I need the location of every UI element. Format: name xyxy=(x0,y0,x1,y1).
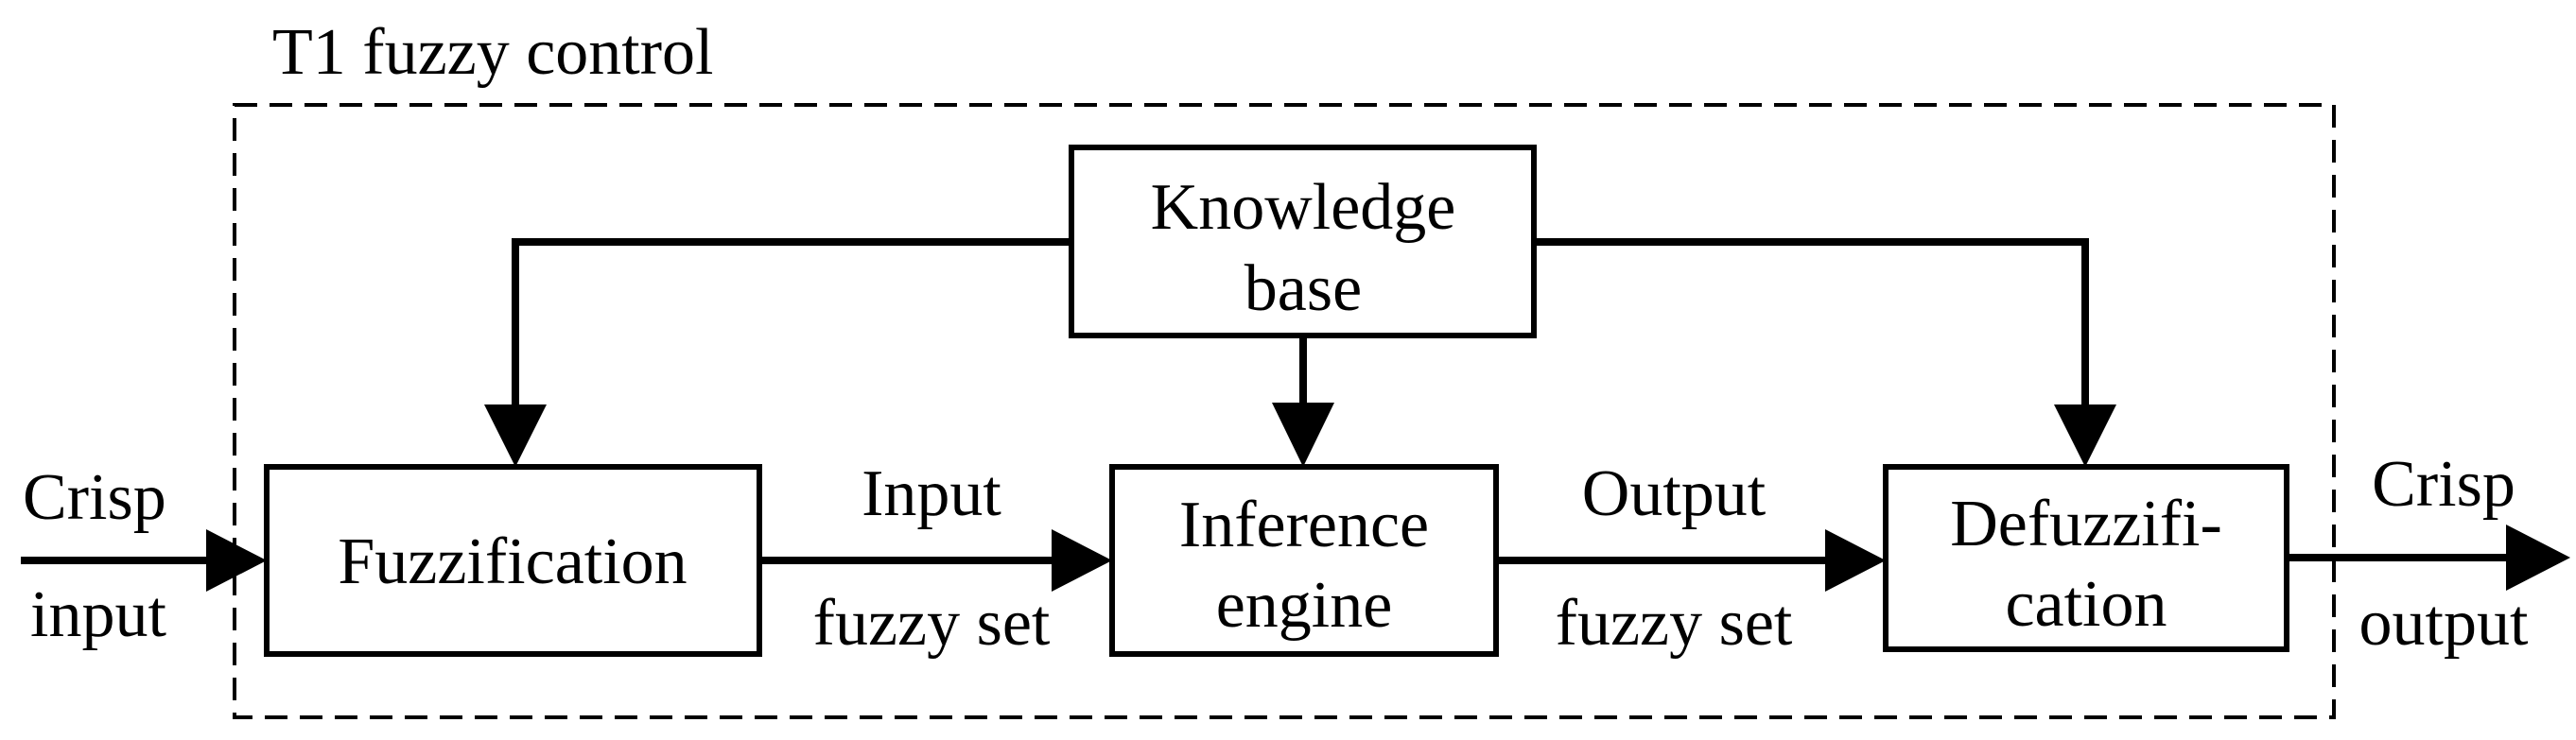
kb-to-inference-arrowhead xyxy=(1272,403,1334,467)
crisp-output-arrowhead xyxy=(2506,525,2570,591)
kb-to-defuzzification-arrowhead xyxy=(2054,404,2116,467)
fuzzification-block xyxy=(264,464,762,657)
diagram-title: T1 fuzzy control xyxy=(272,16,713,89)
kb-to-defuzzification-connector xyxy=(1534,238,2089,406)
inference-engine-label-line-1: Inference xyxy=(1179,489,1429,561)
crisp-output-label-line-1: Crisp xyxy=(2372,448,2515,521)
inference-engine-block xyxy=(1109,464,1499,657)
crisp-output-label-line-2: output xyxy=(2359,587,2529,660)
fuzzification-label: Fuzzification xyxy=(338,525,687,598)
output-fuzzy-set-arrowhead xyxy=(1825,529,1886,592)
knowledge-base-label-line-1: Knowledge xyxy=(1151,171,1456,244)
crisp-input-arrowhead xyxy=(206,529,267,592)
input-fuzzy-set-arrowhead xyxy=(1052,529,1112,592)
knowledge-base-block xyxy=(1069,145,1537,338)
input-fuzzy-set-label-line-1: Input xyxy=(862,457,1001,530)
output-fuzzy-set-label-line-1: Output xyxy=(1582,457,1767,530)
controller-boundary xyxy=(233,103,2336,719)
crisp-input-label-line-2: input xyxy=(30,578,166,651)
knowledge-base-label-line-2: base xyxy=(1244,252,1362,325)
defuzzification-block xyxy=(1883,464,2289,652)
kb-to-fuzzification-connector xyxy=(512,238,1071,406)
defuzzification-label-line-2: cation xyxy=(2005,568,2167,641)
crisp-input-label-line-1: Crisp xyxy=(23,461,166,534)
inference-engine-label-line-2: engine xyxy=(1216,569,1393,642)
kb-to-fuzzification-arrowhead xyxy=(484,404,547,467)
defuzzification-label-line-1: Defuzzifi- xyxy=(1950,488,2222,560)
output-fuzzy-set-label-line-2: fuzzy set xyxy=(1556,587,1793,660)
input-fuzzy-set-label-line-2: fuzzy set xyxy=(813,587,1051,660)
